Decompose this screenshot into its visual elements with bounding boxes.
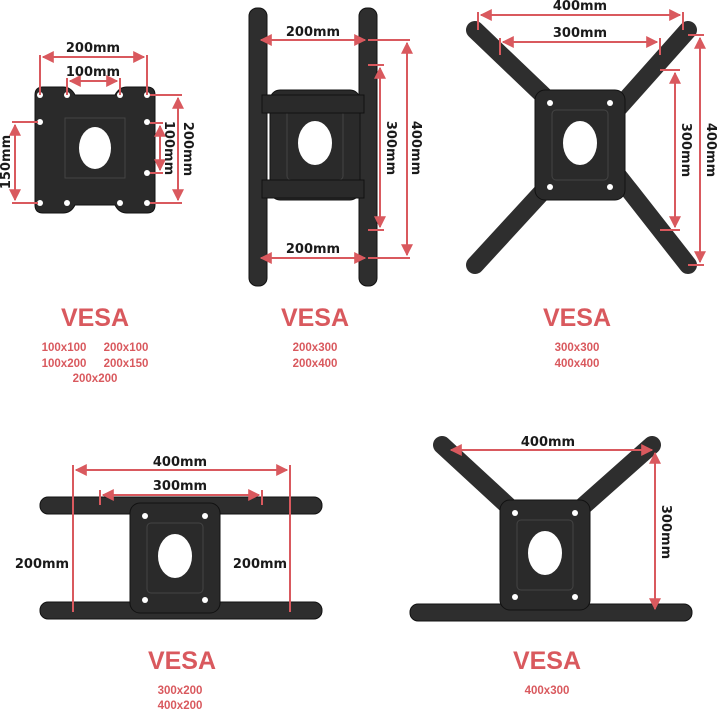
dim-label: 200mm xyxy=(15,557,69,572)
vesa-size: 200x150 xyxy=(104,358,149,370)
vesa-size: 400x400 xyxy=(555,358,600,370)
dim-label: 400mm xyxy=(703,123,718,177)
panel-1-dimensions xyxy=(9,51,184,204)
panel-3-dimensions xyxy=(477,9,706,266)
dim-label: 100mm xyxy=(66,65,120,80)
panel-2-bracket xyxy=(248,7,378,287)
vesa-size: 300x300 xyxy=(555,342,600,354)
dim-label: 400mm xyxy=(153,455,207,470)
dim-label: 200mm xyxy=(286,25,340,40)
dim-label: 200mm xyxy=(66,41,120,56)
panel-3-bracket xyxy=(466,21,697,274)
dim-label: 400mm xyxy=(553,0,607,14)
dim-label: 150mm xyxy=(0,135,14,189)
vesa-title: VESA xyxy=(543,304,611,332)
vesa-title: VESA xyxy=(148,647,216,675)
panel-1-plate xyxy=(34,86,156,214)
vesa-title: VESA xyxy=(513,647,581,675)
vesa-title: VESA xyxy=(61,304,129,332)
dim-label: 300mm xyxy=(553,26,607,41)
panel-4-dimensions xyxy=(72,464,291,612)
vesa-size: 400x300 xyxy=(525,685,570,697)
dim-label: 200mm xyxy=(286,242,340,257)
vesa-size: 200x300 xyxy=(293,342,338,354)
panel-2-dimensions xyxy=(259,34,413,264)
dim-label: 300mm xyxy=(153,479,207,494)
panel-5-bracket xyxy=(409,436,693,622)
dim-label: 200mm xyxy=(180,122,195,176)
panel-4-bracket xyxy=(39,496,323,620)
dim-label: 400mm xyxy=(408,121,423,175)
vesa-size: 200x200 xyxy=(73,373,118,385)
vesa-size: 100x100 xyxy=(42,342,87,354)
dim-label: 300mm xyxy=(658,505,673,559)
dim-label: 400mm xyxy=(521,435,575,450)
vesa-size: 200x100 xyxy=(104,342,149,354)
dim-label: 100mm xyxy=(161,121,176,175)
vesa-title: VESA xyxy=(281,304,349,332)
dim-label: 300mm xyxy=(383,121,398,175)
panel-5-dimensions xyxy=(449,444,661,611)
vesa-size: 200x400 xyxy=(293,358,338,370)
vesa-size: 300x200 xyxy=(158,685,203,697)
dim-label: 300mm xyxy=(678,123,693,177)
vesa-size: 400x200 xyxy=(158,700,203,710)
dim-label: 200mm xyxy=(233,557,287,572)
vesa-size: 100x200 xyxy=(42,358,87,370)
